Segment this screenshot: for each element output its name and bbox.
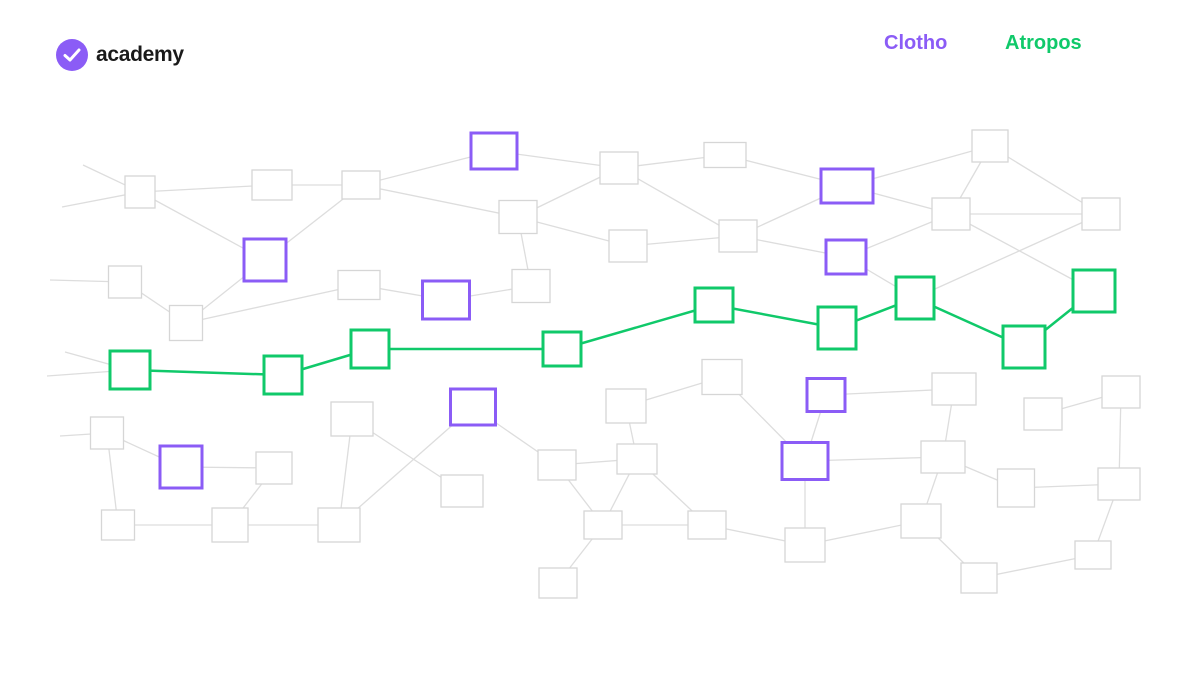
atropos-edge [129,368,284,377]
graph-node [605,388,647,424]
legend-atropos: Atropos [1005,32,1082,54]
graph-edge [185,284,360,324]
graph-node [900,503,942,539]
graph-node [89,416,125,450]
graph-edge [338,406,474,526]
graph-node [703,141,747,169]
node-layer [89,129,1141,599]
graph-node [1074,540,1112,570]
graph-edge [360,184,519,218]
graph-node [1097,467,1141,501]
graph-edge [950,213,1095,292]
graph-node [616,443,658,475]
graph-node [100,509,136,541]
clotho-node [805,377,847,413]
graph-edge [978,554,1094,579]
graph-node [498,199,538,235]
brand-logo: academy [56,39,184,71]
atropos-node [816,305,858,351]
check-badge-icon [56,39,88,71]
graph-node [920,440,966,474]
graph-node [537,449,577,481]
graph-edge [338,418,353,526]
logo-check [63,48,81,62]
graph-node [701,358,743,396]
graph-node [960,562,998,594]
graph-node [599,151,639,185]
brand-name: academy [96,43,184,66]
graph-edge [914,213,1102,299]
clotho-node [242,237,288,283]
atropos-node [262,354,304,396]
atropos-node [693,286,735,324]
logo-circle [56,39,88,71]
atropos-edge [561,303,715,351]
graph-node [211,507,249,543]
graph-node [1023,397,1063,431]
atropos-node [108,349,152,391]
graph-node [124,175,156,209]
graph-node [687,510,727,540]
graph-node [931,372,977,406]
graph-node [608,229,648,263]
graph-node [317,507,361,543]
graph-node [337,269,381,301]
clotho-node [780,441,830,481]
atropos-node [1071,268,1117,314]
graph-node [538,567,578,599]
graph-node [931,197,971,231]
atropos-node [1001,324,1047,370]
graph-node [168,304,204,342]
graph-node [718,219,758,253]
graph-node [341,170,381,200]
graph-node [511,268,551,304]
clotho-node [421,279,471,321]
clotho-node [819,167,875,205]
legend-clotho: Clotho [884,32,948,54]
graph-node [330,401,374,437]
clotho-node [449,387,497,427]
graph-node [583,510,623,540]
clotho-node [158,444,204,490]
graph-node [1081,197,1121,231]
graph-node [1101,375,1141,409]
graph-edge [618,167,739,237]
graph-node [107,265,143,299]
graph-node [255,451,293,485]
atropos-node [349,328,391,370]
graph-edge [139,184,273,193]
atropos-node [541,330,583,368]
clotho-node [469,131,519,171]
clotho-node [824,238,868,276]
graph-node [971,129,1009,163]
graph-node [251,169,293,201]
graph-node [784,527,826,563]
atropos-node [894,275,936,321]
graph-node [440,474,484,508]
graph-node [996,468,1036,508]
